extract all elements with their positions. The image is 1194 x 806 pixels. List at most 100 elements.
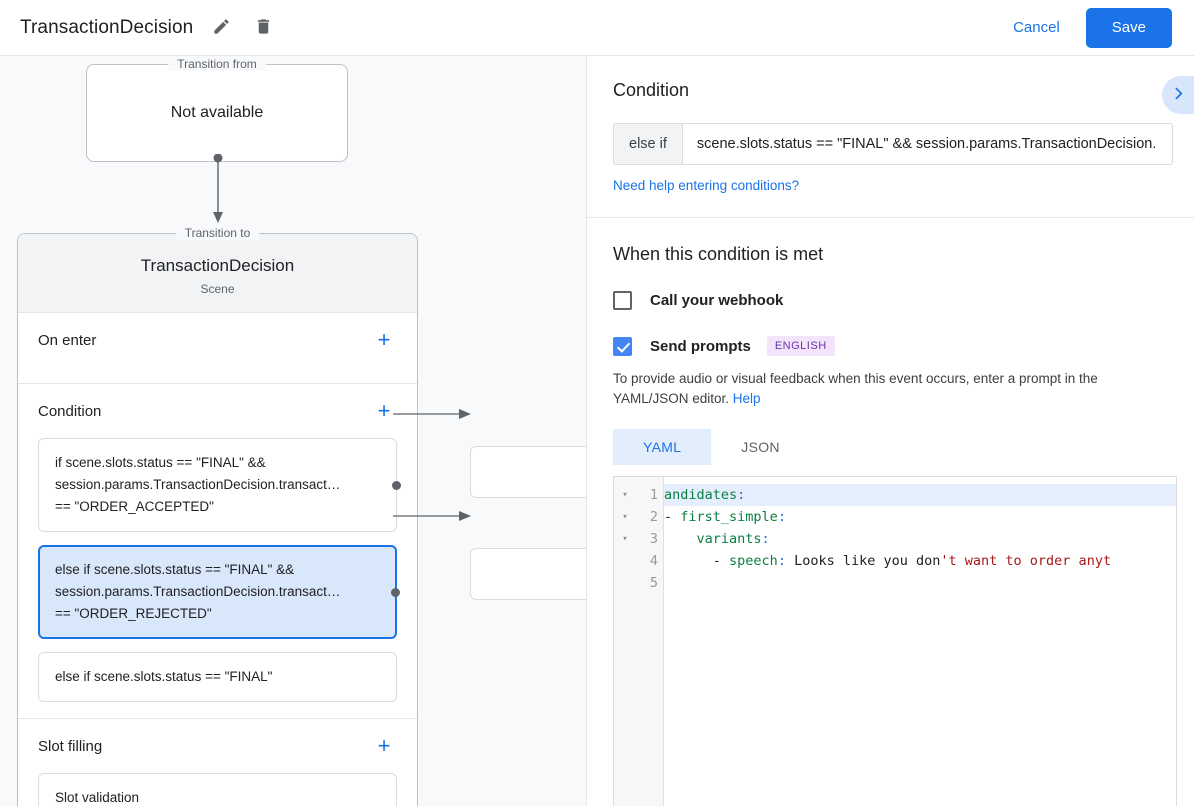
fold-gutter-blank (614, 572, 636, 594)
editor-code-area[interactable]: andidates:- first_simple: variants: - sp… (664, 477, 1176, 806)
code-token: : (777, 509, 786, 525)
code-token: : (761, 531, 770, 547)
call-webhook-checkbox[interactable] (613, 291, 632, 310)
line-number: 1 (649, 487, 658, 503)
send-prompts-label: Send prompts (650, 337, 751, 355)
panel-bottom-section: When this condition is met Call your web… (587, 218, 1194, 806)
line-number: 2 (649, 509, 658, 525)
line-number: 4 (649, 553, 658, 569)
line-number: 5 (649, 575, 658, 591)
editor-fold-gutter[interactable]: ▾ ▾ ▾ (614, 477, 636, 806)
section-slot-filling: Slot filling + Slot validation (18, 718, 417, 806)
transition-from-legend: Transition from (168, 57, 266, 71)
collapse-panel-button[interactable] (1162, 76, 1194, 114)
call-webhook-label: Call your webhook (650, 292, 784, 309)
section-header-on-enter: On enter + (38, 313, 397, 367)
add-condition-button[interactable]: + (371, 398, 397, 424)
transition-to-card: Transition to TransactionDecision Scene … (17, 226, 418, 806)
section-on-enter: On enter + (18, 312, 417, 383)
scene-header[interactable]: TransactionDecision Scene (18, 234, 417, 312)
condition-prefix-label: else if (614, 124, 683, 164)
prompts-help-link[interactable]: Help (732, 391, 761, 406)
cancel-button[interactable]: Cancel (999, 11, 1074, 44)
pencil-icon (212, 17, 231, 39)
code-token: first_simple (680, 509, 778, 525)
target-node-accepted[interactable] (470, 446, 586, 498)
line-number: 3 (649, 531, 658, 547)
panel-horizontal-rule (587, 217, 1194, 218)
add-on-enter-button[interactable]: + (371, 327, 397, 353)
condition-line: session.params.TransactionDecision.trans… (55, 584, 341, 599)
panel-top-section: Condition else if Need help entering con… (587, 56, 1194, 217)
condition-item-rejected[interactable]: else if scene.slots.status == "FINAL" &&… (38, 545, 400, 639)
connector-node-dot (391, 587, 400, 597)
fold-caret-icon[interactable]: ▾ (622, 534, 628, 544)
send-prompts-checkbox[interactable] (613, 336, 632, 356)
panel-divider (586, 56, 587, 806)
top-bar: TransactionDecision Cancel Save (0, 0, 1194, 56)
fold-caret-icon[interactable]: ▾ (622, 512, 628, 522)
code-token: 't want to order anyt (940, 553, 1112, 569)
condition-help-link[interactable]: Need help entering conditions? (613, 178, 800, 193)
condition-item-final[interactable]: else if scene.slots.status == "FINAL" (38, 652, 397, 702)
slot-validation-item[interactable]: Slot validation (38, 773, 397, 806)
connector-node-dot (392, 480, 401, 490)
when-condition-met-title: When this condition is met (613, 244, 824, 264)
condition-line: else if scene.slots.status == "FINAL" && (55, 562, 295, 577)
code-token: Looks like you don (785, 553, 941, 569)
code-token: : (737, 487, 746, 503)
edit-button[interactable] (205, 12, 237, 44)
condition-item-accepted[interactable]: if scene.slots.status == "FINAL" && sess… (38, 438, 401, 532)
transition-from-value: Not available (170, 104, 264, 121)
slot-validation-label: Slot validation (55, 790, 140, 805)
section-title-condition: Condition (38, 402, 102, 420)
code-token: speech (729, 553, 778, 569)
page-title: TransactionDecision (20, 16, 194, 38)
condition-expression-input[interactable] (682, 124, 1172, 164)
condition-line: == "ORDER_REJECTED" (55, 606, 212, 621)
save-button[interactable]: Save (1085, 7, 1172, 48)
code-token: : (777, 553, 786, 569)
fold-gutter-blank (614, 550, 636, 572)
flow-canvas: Transition from Not available Transition… (0, 56, 586, 806)
editor-line-numbers: 1 2 3 4 5 (636, 477, 664, 806)
panel-title: Condition (613, 80, 690, 100)
send-prompts-row: Send prompts ENGLISH (613, 336, 1168, 356)
section-header-condition: Condition + (38, 384, 397, 438)
edge-arrow-rejected (393, 511, 471, 521)
condition-input-row: else if (613, 123, 1173, 165)
trash-icon (254, 17, 273, 39)
condition-line: session.params.TransactionDecision.trans… (55, 477, 341, 492)
transition-from-card[interactable]: Transition from Not available (86, 57, 348, 162)
section-title-slot-filling: Slot filling (38, 737, 103, 755)
yaml-code-editor[interactable]: ▾ ▾ ▾ 1 2 3 4 5 andidates:- first_simple… (613, 476, 1177, 806)
fold-caret-icon[interactable]: ▾ (622, 490, 628, 500)
edge-arrow-accepted (393, 409, 471, 419)
webhook-row: Call your webhook (613, 291, 1168, 310)
section-title-on-enter: On enter (38, 331, 97, 349)
delete-button[interactable] (247, 12, 279, 44)
code-token (664, 531, 697, 547)
code-line: andidates: (664, 484, 1176, 506)
scene-type: Scene (200, 282, 235, 296)
flow-connector-arrow (213, 154, 223, 223)
code-token: andidates (664, 487, 738, 503)
scene-name: TransactionDecision (140, 256, 295, 275)
condition-line: if scene.slots.status == "FINAL" && (55, 455, 266, 470)
code-token: - (664, 509, 681, 525)
tab-json[interactable]: JSON (711, 429, 810, 465)
section-header-slot-filling: Slot filling + (38, 719, 397, 773)
transition-to-legend: Transition to (175, 226, 260, 240)
add-slot-filling-button[interactable]: + (371, 733, 397, 759)
prompts-help-text: To provide audio or visual feedback when… (613, 369, 1169, 409)
code-token: - (664, 553, 730, 569)
chevron-right-icon (1170, 85, 1187, 105)
editor-format-tabs: YAML JSON (613, 429, 1168, 465)
condition-line: else if scene.slots.status == "FINAL" (55, 669, 273, 684)
condition-line: == "ORDER_ACCEPTED" (55, 499, 214, 514)
code-line: - first_simple: (664, 506, 1176, 528)
language-badge: ENGLISH (766, 336, 835, 356)
tab-yaml[interactable]: YAML (613, 429, 712, 465)
target-node-rejected[interactable] (470, 548, 586, 600)
code-token: variants (696, 531, 762, 547)
